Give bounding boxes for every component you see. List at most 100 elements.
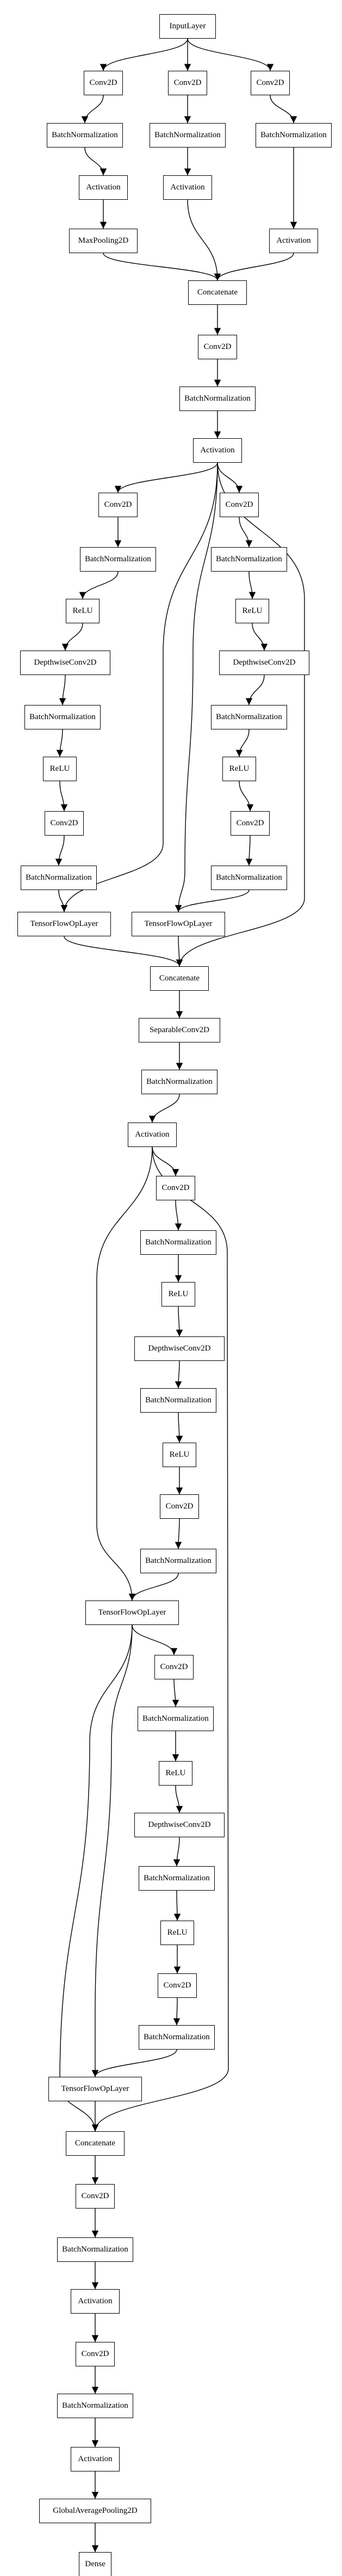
layer-node-relu: ReLU (160, 1921, 194, 1945)
layer-node-batchnormalization: BatchNormalization (24, 705, 101, 729)
edge-L5-to-L6 (56, 729, 64, 757)
layer-node-dense: Dense (79, 2552, 111, 2576)
layer-node-conv2d: Conv2D (220, 493, 259, 517)
layer-node-activation: Activation (269, 229, 318, 253)
layer-node-concatenate: Concatenate (188, 280, 247, 305)
layer-node-conv2d: Conv2D (251, 71, 290, 95)
layer-node-conv2d: Conv2D (160, 1494, 199, 1519)
edge-act3-to-M1 (152, 1146, 179, 1176)
layer-node-batchnormalization: BatchNormalization (80, 547, 156, 572)
edge-tfB-to-cat2 (176, 936, 183, 967)
layer-node-maxpooling2d: MaxPooling2D (69, 229, 138, 253)
edge-c1a-to-bn1a (81, 95, 104, 124)
layer-node-conv2d: Conv2D (231, 811, 270, 836)
layer-node-conv2d: Conv2D (168, 71, 207, 95)
edge-bn1a-to-act1a (84, 147, 107, 176)
edge-tfC-to-tfD (91, 1624, 133, 2077)
edge-R2-to-R3 (248, 571, 256, 599)
layer-node-activation: Activation (163, 175, 212, 200)
layer-node-batchnormalization: BatchNormalization (211, 866, 287, 890)
edge-M7-to-M8 (175, 1518, 182, 1549)
edge-R3-to-R4 (252, 623, 268, 651)
layer-node-batchnormalization: BatchNormalization (179, 387, 256, 411)
layer-node-tensorflowoplayer: TensorFlowOpLayer (48, 2077, 142, 2101)
layer-node-activation: Activation (79, 175, 128, 200)
edge-N8-to-tfD (91, 2049, 177, 2077)
edge-L3-to-L4 (61, 623, 83, 651)
layer-node-relu: ReLU (163, 1443, 196, 1467)
edge-act1b-to-cat1 (187, 199, 221, 281)
layer-node-batchnormalization: BatchNormalization (47, 123, 123, 148)
layer-node-batchnormalization: BatchNormalization (150, 123, 226, 148)
layer-node-inputlayer: InputLayer (159, 14, 216, 39)
layer-node-depthwiseconv2d: DepthwiseConv2D (20, 651, 110, 675)
layer-node-batchnormalization: BatchNormalization (57, 2237, 133, 2262)
edge-L7-to-L8 (55, 835, 65, 866)
edge-R4-to-R5 (245, 674, 265, 706)
edge-act1c-to-cat1 (214, 253, 294, 281)
edge-input-to-c1a (100, 38, 188, 71)
layer-node-conv2d: Conv2D (154, 1655, 194, 1679)
edge-act2-to-tfB (175, 462, 218, 912)
layer-node-batchnormalization: BatchNormalization (140, 1388, 216, 1413)
layer-node-depthwiseconv2d: DepthwiseConv2D (219, 651, 309, 675)
edge-N3-to-N4 (175, 1785, 183, 1813)
layer-node-conv2d: Conv2D (156, 1176, 195, 1200)
layer-node-batchnormalization: BatchNormalization (21, 866, 97, 890)
edge-input-to-c1c (187, 38, 274, 71)
layer-node-relu: ReLU (161, 1282, 195, 1307)
layer-node-activation: Activation (193, 438, 242, 463)
edge-mp-to-cat1 (103, 253, 221, 281)
edge-M5-to-M6 (176, 1412, 183, 1443)
layer-node-concatenate: Concatenate (150, 966, 209, 991)
edge-R6-to-R7 (239, 781, 254, 812)
layer-node-conv2d: Conv2D (158, 1973, 197, 1998)
layer-node-relu: ReLU (159, 1761, 192, 1786)
layer-node-batchnormalization: BatchNormalization (211, 547, 287, 572)
edge-act2-to-cat2 (176, 462, 305, 967)
edge-act3-to-cat3 (91, 1146, 229, 2132)
layer-node-relu: ReLU (43, 757, 77, 781)
edge-R1-to-R2 (239, 517, 253, 548)
layer-node-batchnormalization: BatchNormalization (57, 2394, 133, 2418)
edge-L2-to-L3 (79, 571, 119, 599)
layer-node-batchnormalization: BatchNormalization (139, 1866, 215, 1891)
edge-R8-to-tfB (175, 890, 250, 912)
layer-node-relu: ReLU (66, 599, 100, 623)
edge-R5-to-R6 (235, 729, 250, 757)
layer-node-conv2d: Conv2D (98, 493, 138, 517)
layer-node-batchnormalization: BatchNormalization (140, 1549, 216, 1573)
edge-M1-to-M2 (175, 1200, 182, 1231)
edge-N4-to-N5 (173, 1837, 181, 1867)
layer-node-conv2d: Conv2D (76, 2184, 115, 2209)
layer-node-conv2d: Conv2D (198, 335, 237, 359)
layer-node-globalaveragepooling2d: GlobalAveragePooling2D (39, 2499, 151, 2523)
edge-M3-to-M4 (176, 1306, 183, 1337)
edge-tfC-to-N1 (132, 1624, 178, 1655)
edge-L8-to-tfA (58, 890, 68, 912)
layer-node-batchnormalization: BatchNormalization (141, 1070, 217, 1094)
layer-node-batchnormalization: BatchNormalization (138, 1707, 214, 1731)
layer-node-batchnormalization: BatchNormalization (139, 2025, 215, 2050)
layer-node-separableconv2d: SeparableConv2D (139, 1018, 220, 1042)
layer-node-activation: Activation (128, 1123, 177, 1147)
edge-act2-to-R1 (217, 462, 243, 493)
layer-node-activation: Activation (71, 2289, 120, 2314)
edge-L6-to-L7 (59, 781, 68, 812)
layer-node-batchnormalization: BatchNormalization (211, 705, 287, 729)
layer-node-batchnormalization: BatchNormalization (140, 1230, 216, 1255)
layer-node-tensorflowoplayer: TensorFlowOpLayer (17, 912, 111, 936)
edge-act2-to-L1 (114, 462, 218, 493)
layer-node-tensorflowoplayer: TensorFlowOpLayer (132, 912, 225, 936)
layer-node-depthwiseconv2d: DepthwiseConv2D (134, 1336, 225, 1361)
layer-node-conv2d: Conv2D (84, 71, 123, 95)
edge-tfC-to-cat3 (59, 1624, 133, 2132)
edge-M4-to-M5 (175, 1360, 182, 1389)
edge-act3-to-tfC (96, 1146, 153, 1601)
layer-node-concatenate: Concatenate (66, 2131, 125, 2156)
edge-c1c-to-bn1c (270, 95, 297, 124)
layer-node-conv2d: Conv2D (76, 2342, 115, 2366)
edge-L4-to-L5 (59, 674, 66, 706)
